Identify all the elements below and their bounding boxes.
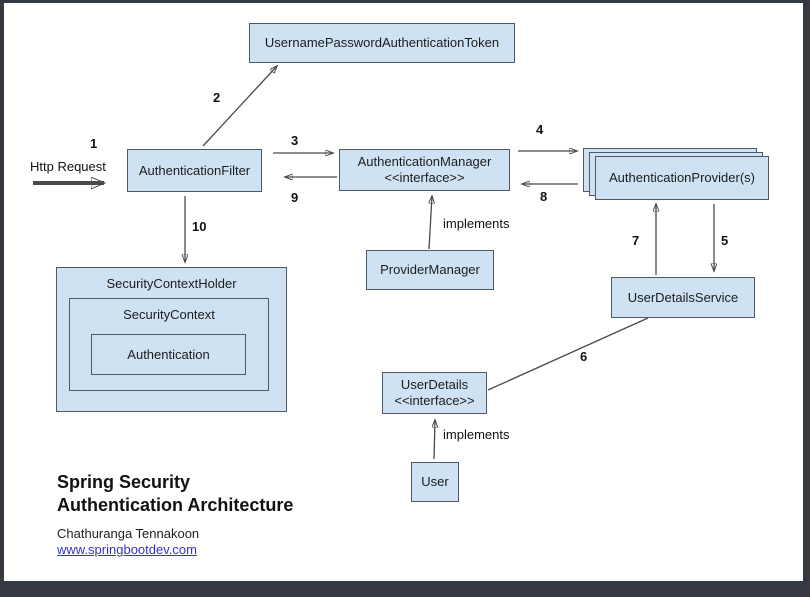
frame-border-bottom [0, 581, 810, 597]
node-authentication-providers: AuthenticationProvider(s) [595, 156, 769, 200]
node-label: ProviderManager [380, 262, 480, 277]
node-label: AuthenticationFilter [138, 162, 251, 178]
arrow-number-9: 9 [291, 190, 299, 205]
node-label: SecurityContext [123, 307, 215, 322]
author-name: Chathuranga Tennakoon [57, 526, 200, 541]
http-request-label: Http Request [30, 159, 106, 174]
arrow-number-2: 2 [213, 90, 221, 105]
website-link[interactable]: www.springbootdev.com [57, 542, 197, 557]
diagram-title-line2: Authentication Architecture [57, 495, 294, 515]
footer-block: Spring Security Authentication Architect… [57, 471, 293, 558]
node-username-password-authentication-token: UsernamePasswordAuthenticationToken [249, 23, 515, 63]
arrow-number-6: 6 [580, 349, 588, 364]
implements-label-manager: implements [443, 216, 510, 231]
node-user: User [411, 462, 459, 502]
node-stereotype: <<interface>> [384, 170, 465, 185]
arrow-number-5: 5 [721, 233, 729, 248]
node-label: AuthenticationManager [357, 154, 492, 169]
arrow-number-8: 8 [540, 189, 548, 204]
arrow-number-10: 10 [192, 219, 207, 234]
node-authentication-filter: AuthenticationFilter [127, 149, 262, 192]
arrow-number-1: 1 [90, 136, 98, 151]
arrow-number-3: 3 [291, 133, 299, 148]
node-label: User [421, 474, 449, 489]
node-label: SecurityContextHolder [106, 276, 237, 291]
node-label: UsernamePasswordAuthenticationToken [264, 35, 500, 50]
node-user-details: UserDetails <<interface>> [382, 372, 487, 414]
node-label: UserDetailsService [627, 289, 739, 305]
arrow-number-4: 4 [536, 122, 544, 137]
implements-label-user: implements [443, 427, 510, 442]
arrow-number-7: 7 [632, 233, 640, 248]
frame-border-right [803, 0, 810, 597]
node-authentication-manager: AuthenticationManager <<interface>> [339, 149, 510, 191]
node-label: Authentication [127, 346, 210, 362]
diagram-title-line1: Spring Security [57, 472, 191, 492]
node-provider-manager: ProviderManager [366, 250, 494, 290]
node-user-details-service: UserDetailsService [611, 277, 755, 318]
frame-border-left [0, 0, 4, 597]
frame-border-top [0, 0, 810, 3]
node-stereotype: <<interface>> [394, 393, 475, 408]
node-label: AuthenticationProvider(s) [609, 170, 755, 185]
node-label: UserDetails [400, 377, 469, 392]
node-authentication: Authentication [91, 334, 246, 375]
